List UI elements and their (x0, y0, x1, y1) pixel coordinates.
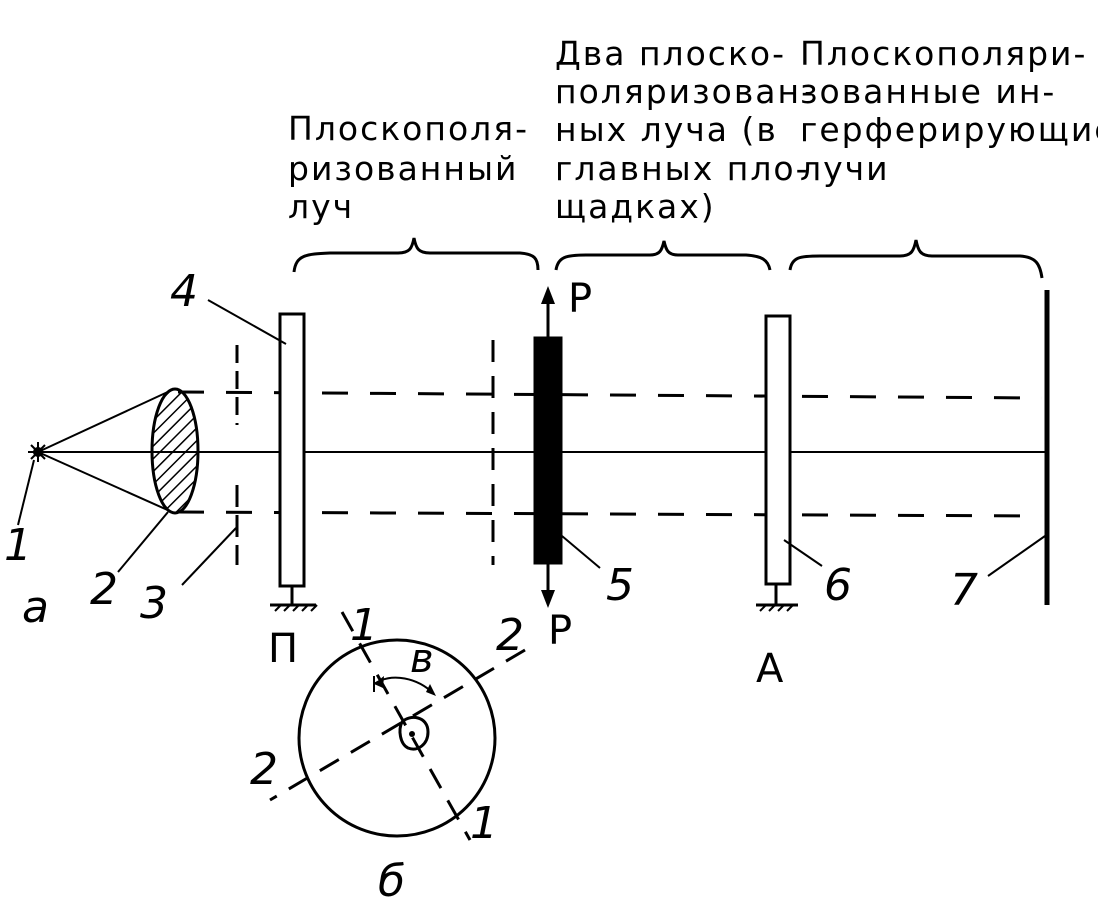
load-arrow-top (541, 286, 555, 338)
angle-arrow-left (374, 676, 384, 688)
caption-interfering: Плоскополяри- зованные ин- герферирующие… (800, 34, 1098, 188)
label-3: 3 (140, 578, 168, 629)
inset-label-2-right: 2 (496, 610, 524, 661)
inset-label-2-left: 2 (250, 744, 278, 795)
caption-plane-polarized-line-1: Плоскополя- (288, 109, 529, 148)
label-polarizer: П (268, 626, 298, 672)
brace-two-plane-polarized (554, 240, 772, 271)
label-7: 7 (950, 565, 978, 616)
label-1: 1 (4, 520, 32, 571)
load-arrow-bottom (541, 563, 555, 608)
label-5: 5 (606, 560, 634, 611)
caption-two-plane-polarized: Два плоско- поляризован- ных луча (в гла… (555, 34, 815, 226)
leader-1 (17, 459, 35, 526)
leader-2 (117, 511, 169, 573)
caption-interfering-line-3: герферирующие (800, 110, 1098, 149)
caption-plane-polarized: Плоскополя- ризованный луч (288, 109, 529, 226)
label-6: 6 (824, 560, 852, 611)
principal-direction-2 (269, 648, 526, 802)
polarizer-mount (270, 586, 318, 612)
leader-6 (783, 539, 823, 567)
inset-label-1-bottom: 1 (470, 798, 498, 849)
brace-plane-polarized (292, 237, 540, 273)
ray-cone-top (37, 389, 173, 453)
angle-arrow-right (426, 684, 436, 696)
beam-edge-top (177, 390, 1043, 400)
caption-interfering-line-4: лучи (800, 149, 890, 188)
inset-b: 1 2 2 1 в б (250, 600, 526, 902)
label-4: 4 (170, 266, 198, 317)
label-a: а (22, 582, 49, 633)
label-p-top: Р (568, 276, 592, 322)
model (533, 336, 563, 565)
beam-edge-bottom (177, 510, 1043, 518)
caption-two-plane-polarized-line-1: Два плоско- (555, 34, 786, 73)
inset-angle-label: в (410, 636, 434, 682)
label-analyzer: А (756, 646, 784, 692)
inset-point (409, 731, 415, 737)
leader-4 (207, 299, 287, 345)
caption-two-plane-polarized-line-5: щадках) (555, 187, 716, 226)
caption-two-plane-polarized-line-3: ных луча (в (555, 110, 778, 149)
caption-interfering-line-1: Плоскополяри- (800, 34, 1087, 73)
caption-plane-polarized-line-3: луч (288, 187, 354, 226)
inset-point-region (398, 715, 430, 751)
ray-cone-bottom (37, 451, 173, 513)
analyzer-mount (756, 584, 798, 612)
inset-label-1-top: 1 (350, 600, 378, 651)
caption-interfering-line-2: зованные ин- (800, 72, 1056, 111)
leader-7 (987, 535, 1046, 577)
label-2: 2 (90, 564, 118, 615)
lens (150, 387, 200, 515)
leader-3 (181, 527, 237, 586)
brace-interfering (788, 239, 1044, 279)
caption-plane-polarized-line-2: ризованный (288, 149, 518, 188)
leader-5 (561, 535, 601, 569)
principal-direction-1 (340, 611, 472, 841)
polarizer (278, 312, 306, 588)
caption-two-plane-polarized-line-2: поляризован- (555, 72, 815, 111)
analyzer (764, 314, 792, 586)
label-p-bottom: Р (548, 608, 572, 654)
label-b: б (378, 856, 405, 902)
inset-circle (297, 638, 497, 838)
caption-two-plane-polarized-line-4: главных пло- (555, 149, 810, 188)
